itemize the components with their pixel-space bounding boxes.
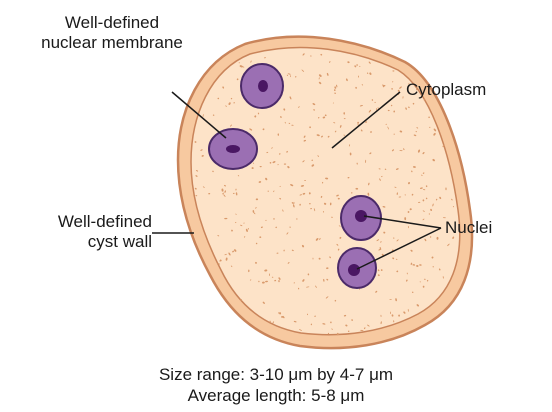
membrane-label-line2: nuclear membrane	[12, 33, 212, 53]
membrane-label-line1: Well-defined	[12, 13, 212, 33]
speckle	[281, 316, 283, 318]
nuclei-label: Nuclei	[445, 218, 492, 238]
nucleus-left	[209, 129, 257, 169]
nucleus-top	[241, 64, 283, 108]
average-length-caption: Average length: 5-8 μm	[0, 385, 552, 407]
cyst-wall-label-line2: cyst wall	[30, 232, 152, 252]
speckle	[272, 277, 274, 278]
size-range-caption: Size range: 3-10 μm by 4-7 μm	[0, 364, 552, 386]
speckle	[392, 70, 394, 71]
nucleus-right-lower	[338, 248, 376, 288]
membrane-label: Well-defined nuclear membrane	[12, 13, 212, 53]
cytoplasm-label: Cytoplasm	[406, 80, 486, 100]
cyst-wall-label-line1: Well-defined	[30, 212, 152, 232]
cyst-wall-label: Well-defined cyst wall	[30, 212, 152, 252]
